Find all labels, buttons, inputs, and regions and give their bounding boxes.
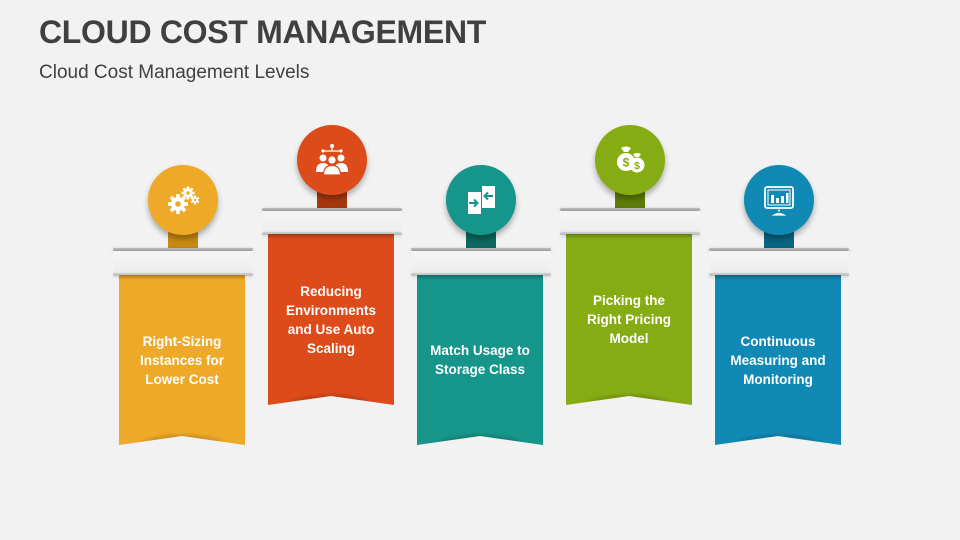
level-5-bottom-line	[709, 273, 849, 276]
level-4-banner: Picking the Right Pricing Model	[566, 234, 692, 405]
level-3-gap	[411, 251, 551, 275]
level-1-icon-circle	[148, 165, 218, 235]
level-2-top-line	[262, 208, 402, 211]
level-2-icon-circle	[297, 125, 367, 195]
level-4-icon-circle: $ $	[595, 125, 665, 195]
level-3-bottom-line	[411, 273, 551, 276]
level-1-label: Right-Sizing Instances for Lower Cost	[139, 333, 225, 387]
svg-text:$: $	[634, 160, 640, 172]
level-5-icon-circle	[744, 165, 814, 235]
gears-icon	[168, 186, 200, 214]
svg-text:$: $	[623, 156, 630, 170]
level-3-top-line	[411, 248, 551, 251]
page-title: CLOUD COST MANAGEMENT	[39, 14, 487, 50]
level-1-gap	[113, 251, 253, 275]
monitor-chart-icon	[764, 186, 794, 216]
level-1-top-line	[113, 248, 253, 251]
level-2-label: Reducing Environments and Use Auto Scali…	[285, 283, 377, 356]
level-1-banner: Right-Sizing Instances for Lower Cost	[119, 275, 245, 445]
level-4-gap	[560, 211, 700, 235]
page-subtitle: Cloud Cost Management Levels	[39, 62, 310, 83]
level-5-gap	[709, 251, 849, 275]
level-3-banner: Match Usage to Storage Class	[417, 275, 543, 445]
level-5-label: Continuous Measuring and Monitoring	[730, 333, 826, 387]
level-2-bottom-line	[262, 232, 402, 235]
transfer-arrows-icon	[468, 186, 495, 214]
level-1-bottom-line	[113, 273, 253, 276]
level-3-icon-circle	[446, 165, 516, 235]
level-2-banner: Reducing Environments and Use Auto Scali…	[268, 234, 394, 405]
level-4-top-line	[560, 208, 700, 211]
level-4-bottom-line	[560, 232, 700, 235]
level-2-gap	[262, 211, 402, 235]
level-5-banner: Continuous Measuring and Monitoring	[715, 275, 841, 445]
level-4-label: Picking the Right Pricing Model	[587, 293, 671, 346]
team-hierarchy-icon	[316, 144, 348, 176]
money-bags-icon: $ $	[617, 146, 645, 173]
level-3-label: Match Usage to Storage Class	[430, 343, 530, 377]
level-5-top-line	[709, 248, 849, 251]
